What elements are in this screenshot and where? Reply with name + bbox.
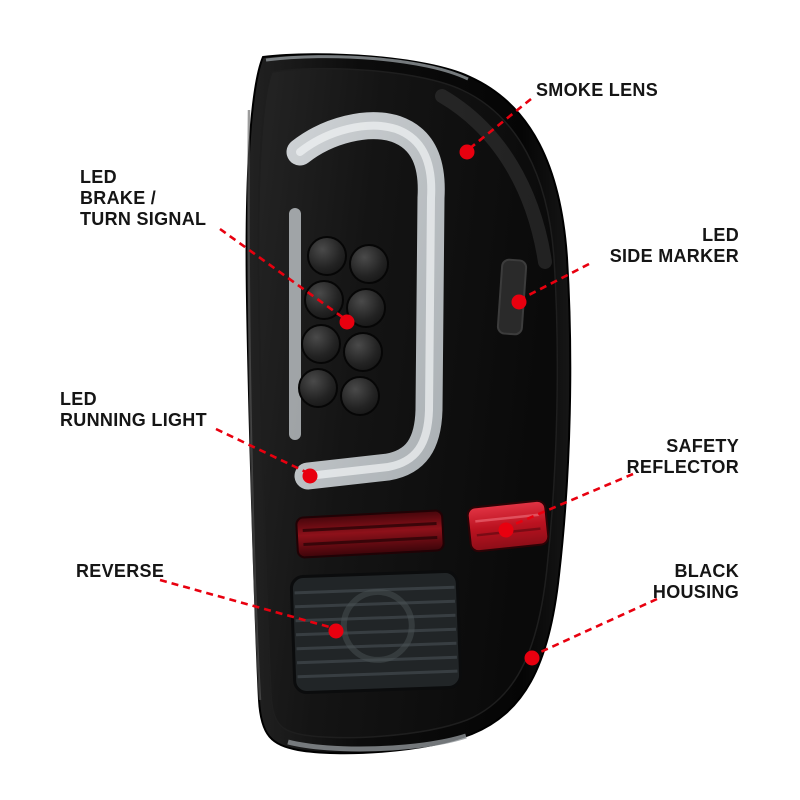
callout-dot-running-light [302,468,318,484]
callout-label-running-light: LED RUNNING LIGHT [60,389,207,430]
housing-left-edge [247,109,262,701]
tail-light-illustration [245,53,572,755]
callout-label-reverse: REVERSE [76,561,165,581]
led-chip [298,368,338,408]
leader-line-smoke-lens [468,97,532,151]
callout-dot-black-housing [524,650,540,666]
callout-dot-brake-turn [339,314,355,330]
leader-line-running-light [215,427,309,475]
light-bar-left-strip [289,208,301,440]
light-bar-tube-highlight [296,121,436,480]
callout-label-side-marker: LED SIDE MARKER [609,225,739,266]
leader-line-safety-reflector [507,472,634,529]
running-light-reflector [295,509,445,559]
callout-dot-safety-reflector [498,522,514,538]
reverse-light [289,570,463,694]
callout-dot-reverse [328,623,344,639]
leader-line-side-marker [520,262,590,301]
leader-line-black-housing [533,597,658,657]
leader-line-brake-turn [219,227,346,321]
callout-label-smoke-lens: SMOKE LENS [536,80,659,100]
callout-dot-smoke-lens [459,144,475,160]
led-chip [343,332,383,372]
housing-top-rim [265,55,469,81]
callout-dots [302,144,540,666]
led-brake-turn-array [298,236,389,416]
callout-label-black-housing: BLACK HOUSING [652,561,739,602]
callout-dot-side-marker [511,294,527,310]
led-chip [349,244,389,284]
reverse-light-ribs [294,585,458,679]
callout-label-safety-reflector: SAFETY REFLECTOR [626,436,739,477]
callout-label-brake-turn: LED BRAKE / TURN SIGNAL [80,167,207,229]
led-chip [346,288,386,328]
led-chip [340,376,380,416]
callout-lines [159,97,658,657]
housing-bottom-flange [287,733,467,752]
led-chip [307,236,347,276]
lens-reflection [435,89,552,269]
led-chip [304,280,344,320]
leader-line-reverse [159,578,334,630]
smoke-lens-surface [257,67,559,739]
led-chip [301,324,341,364]
